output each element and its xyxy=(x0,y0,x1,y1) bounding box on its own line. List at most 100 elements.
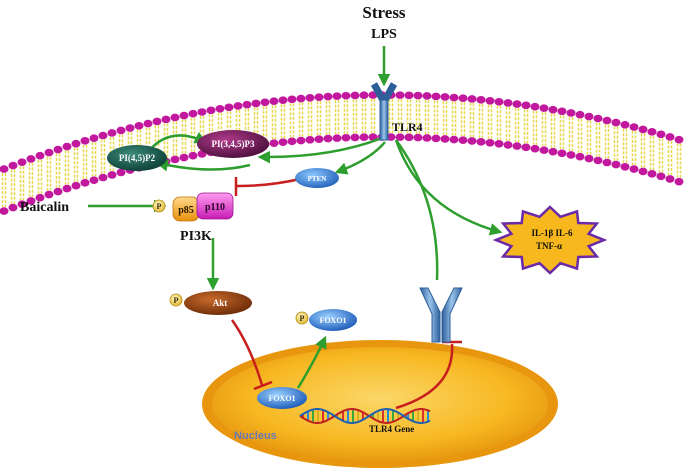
lipid-head xyxy=(80,137,90,145)
nucleus xyxy=(202,340,558,468)
inhibition-lines xyxy=(230,177,462,410)
lipid-head xyxy=(107,129,117,137)
pip2-node: PI(4,5)P2 xyxy=(107,145,167,171)
lipid-head xyxy=(566,109,576,117)
lipid-head xyxy=(503,141,513,149)
lps-label: LPS xyxy=(371,27,397,42)
lipid-head xyxy=(611,118,621,127)
lipid-head xyxy=(269,97,279,106)
lipid-head xyxy=(224,103,234,112)
lipid-head xyxy=(431,134,441,143)
lipid-head xyxy=(341,133,351,142)
tlr4-to-pip3-arrow xyxy=(257,136,383,164)
lipid-head xyxy=(656,130,666,139)
lipid-head xyxy=(422,92,432,100)
lipid-head xyxy=(323,92,333,101)
lipid-head xyxy=(539,146,549,154)
lipid-head xyxy=(278,96,288,105)
lipid-head xyxy=(665,175,675,183)
lipid-head xyxy=(44,148,54,157)
cell-membrane xyxy=(0,91,684,215)
lipid-head xyxy=(188,151,198,160)
lipid-head xyxy=(161,115,171,124)
lipid-head xyxy=(494,97,504,106)
lipid-head xyxy=(314,135,324,143)
nucleus-label: Nucleus xyxy=(234,430,277,442)
lipid-head xyxy=(35,151,45,160)
lipid-head xyxy=(449,93,459,102)
lipid-head xyxy=(260,98,270,107)
cytokines-line2: TNF-α xyxy=(536,241,562,251)
lipid-head xyxy=(395,91,405,99)
lipid-head xyxy=(26,155,36,163)
p110-label: p110 xyxy=(205,202,225,213)
lipid-head xyxy=(476,138,486,146)
foxo1-cytoplasm-label: FOXO1 xyxy=(319,316,346,325)
pten-label: PTEN xyxy=(308,175,327,183)
lipid-head xyxy=(152,117,162,126)
lipid-head xyxy=(98,131,108,140)
lipid-head xyxy=(350,133,360,142)
lipid-head xyxy=(458,136,468,145)
lipid-head xyxy=(332,92,342,100)
lipid-head xyxy=(620,120,630,129)
lipid-head xyxy=(440,93,450,101)
lipid-head xyxy=(53,145,63,154)
lipid-head xyxy=(422,134,432,142)
lipid-head xyxy=(359,133,369,142)
lipid-head xyxy=(215,104,225,113)
akt-inhibit-bar xyxy=(253,380,273,391)
lipid-head xyxy=(17,200,27,209)
phospho-circle xyxy=(295,311,309,325)
lipid-head xyxy=(638,125,648,134)
lipid-head xyxy=(62,142,72,151)
phospho-circle xyxy=(152,199,166,213)
cytoplasmic-tlr4-receptor-icon xyxy=(419,287,463,343)
lipid-head xyxy=(611,160,621,169)
tlr4-receptor-icon xyxy=(370,82,398,141)
lipid-head xyxy=(620,162,630,171)
dna-helix-icon xyxy=(299,407,431,425)
lipid-head xyxy=(602,116,612,125)
pi3k-complex: p85 p110 P xyxy=(152,192,234,222)
lipid-head xyxy=(395,133,405,141)
lipid-head xyxy=(26,197,36,205)
lipid-head xyxy=(116,126,126,135)
lipid-head xyxy=(656,172,666,181)
lipid-head xyxy=(476,96,486,104)
akt-phospho-label: P xyxy=(174,296,179,305)
lipid-head xyxy=(575,152,585,161)
lipid-head xyxy=(179,153,189,162)
lipid-head xyxy=(62,184,72,193)
lipid-head xyxy=(458,94,468,103)
lipid-head xyxy=(98,173,108,182)
lipid-head xyxy=(53,187,63,196)
lipid-head xyxy=(170,155,180,164)
lipid-head xyxy=(143,119,153,128)
pip2-label: PI(4,5)P2 xyxy=(119,153,156,163)
phospho-circle xyxy=(169,293,183,307)
lipid-head xyxy=(566,151,576,159)
lipid-head xyxy=(440,135,450,143)
foxo1-nucleus-label: FOXO1 xyxy=(268,394,295,403)
lipid-head xyxy=(359,91,369,100)
lipid-head xyxy=(449,135,459,144)
cytokines-line1: IL-1β IL-6 xyxy=(532,228,573,238)
lipid-head xyxy=(287,137,297,146)
lipid-head xyxy=(296,136,306,145)
lipid-head xyxy=(530,144,540,153)
pi3k-phospho-label: P xyxy=(157,202,162,211)
lipid-head xyxy=(350,91,360,100)
tlr4-to-cytokines-arrow xyxy=(394,139,503,236)
lipid-head xyxy=(0,207,9,215)
lipid-head xyxy=(116,168,126,177)
lipid-head xyxy=(557,149,567,158)
cytokine-burst: IL-1β IL-6 TNF-α xyxy=(492,205,608,275)
tlr4-feedback-line xyxy=(394,139,439,281)
p85-label: p85 xyxy=(178,205,194,216)
lipid-head xyxy=(305,136,315,144)
pip3-to-pip2-arrow xyxy=(155,159,251,172)
activation-arrows xyxy=(88,46,503,389)
lipid-head xyxy=(521,143,531,152)
